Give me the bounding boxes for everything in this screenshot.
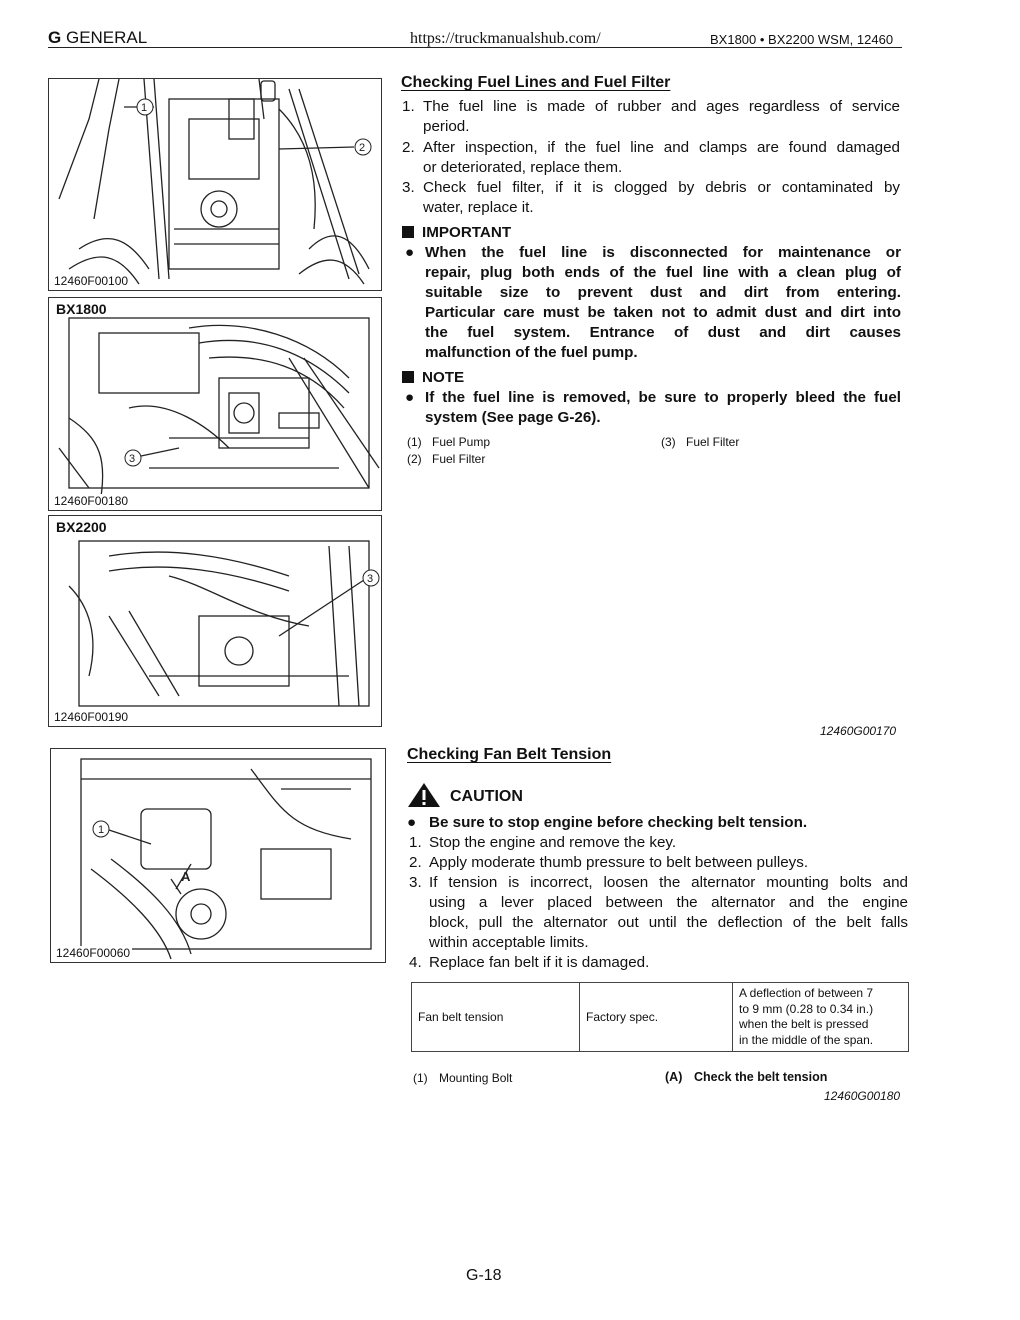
value-line: when the belt is pressed	[739, 1017, 869, 1031]
important-line: When the fuel line is disconnected for m…	[425, 244, 901, 261]
step-number: 4.	[409, 954, 422, 971]
important-line: Particular care must be taken not to adm…	[425, 304, 901, 321]
page-number: G-18	[466, 1267, 502, 1284]
callout-1: 1	[98, 824, 104, 836]
bullet-dot-icon: ●	[405, 389, 415, 406]
legend-number: (2)	[407, 452, 422, 466]
figure-code: 12460F00190	[52, 710, 131, 724]
figure-bx1800: 3 BX1800 12460F00180	[48, 297, 382, 511]
figure-fuel-lines: 1 2 12460F00100	[48, 78, 382, 291]
model-label: BX2200	[54, 519, 109, 535]
legend-label: Fuel Filter	[432, 452, 486, 466]
value-line: in the middle of the span.	[739, 1032, 874, 1047]
legend-label: Fuel Pump	[432, 435, 491, 449]
bullet-dot-icon: ●	[405, 244, 415, 261]
model-label: BX1800	[54, 301, 109, 317]
important-heading: IMPORTANT	[402, 223, 511, 243]
step-text: or deteriorated, replace them.	[423, 159, 623, 176]
legend-label: Fuel Filter	[686, 435, 740, 449]
source-url[interactable]: https://truckmanualshub.com/	[410, 30, 601, 47]
figure-bx2200: 3 BX2200 12460F00190	[48, 515, 382, 727]
figure-fan-belt: 1 A 12460F00060	[50, 748, 386, 963]
bullet-dot-icon: ●	[407, 814, 417, 831]
important-line: suitable size to prevent dust and dirt f…	[425, 284, 901, 301]
legend-number: (1)	[407, 435, 422, 449]
fuel-section-code: 12460G00170	[820, 724, 897, 738]
belt-section-code: 12460G00180	[824, 1089, 901, 1103]
step-text: After inspection, if the fuel line and c…	[423, 139, 900, 156]
step-number: 2.	[402, 139, 415, 156]
step-text: Replace fan belt if it is damaged.	[429, 954, 650, 971]
square-bullet-icon	[402, 226, 414, 238]
step-text: period.	[423, 118, 470, 135]
step-text: If tension is incorrect, loosen the alte…	[429, 874, 908, 891]
important-label: IMPORTANT	[422, 224, 512, 241]
figure-code: 12460F00100	[52, 274, 131, 288]
step-text: water, replace it.	[423, 199, 534, 216]
warning-triangle-icon	[408, 783, 440, 807]
table-cell-value: A deflection of between 7 to 9 mm (0.28 …	[732, 982, 909, 1052]
fuel-section-title: Checking Fuel Lines and Fuel Filter	[401, 74, 671, 91]
step-number: 1.	[402, 98, 415, 115]
note-label: NOTE	[422, 369, 465, 386]
caution-label: CAUTION	[450, 788, 523, 805]
callout-a: A	[181, 869, 191, 884]
value-line: A deflection of between 7	[739, 986, 874, 1000]
header-rule	[48, 47, 902, 48]
section-name: GENERAL	[65, 28, 148, 47]
figure-code: 12460F00060	[54, 946, 133, 960]
manual-id: BX1800 • BX2200 WSM, 12460	[710, 32, 894, 47]
belt-spec-table: Fan belt tension Factory spec. A deflect…	[411, 982, 909, 1052]
step-number: 3.	[409, 874, 422, 891]
fan-belt-illustration: 1 A	[80, 758, 372, 960]
square-bullet-icon	[402, 371, 414, 383]
legend-number: (3)	[661, 435, 676, 449]
figure-code: 12460F00180	[52, 494, 131, 508]
step-text: The fuel line is made of rubber and ages…	[423, 98, 900, 115]
legend-label: Mounting Bolt	[439, 1071, 513, 1085]
step-number: 2.	[409, 854, 422, 871]
note-heading: NOTE	[402, 368, 464, 388]
callout-3: 3	[367, 573, 373, 585]
step-text: using a lever placed between the alterna…	[429, 894, 908, 911]
legend-number: (1)	[413, 1071, 428, 1085]
value-line: to 9 mm (0.28 to 0.34 in.)	[739, 1001, 874, 1016]
belt-section-title: Checking Fan Belt Tension	[407, 746, 612, 763]
note-line: If the fuel line is removed, be sure to …	[425, 389, 901, 406]
step-number: 1.	[409, 834, 422, 851]
step-text: Check fuel filter, if it is clogged by d…	[423, 179, 900, 196]
callout-3: 3	[129, 453, 135, 465]
table-cell-spec-type: Factory spec.	[579, 982, 733, 1052]
important-line: repair, plug both ends of the fuel line …	[425, 264, 901, 281]
table-row: Fan belt tension Factory spec. A deflect…	[411, 982, 909, 1052]
note-line: system (See page G-26).	[425, 409, 601, 426]
step-text: within acceptable limits.	[429, 934, 589, 951]
step-number: 3.	[402, 179, 415, 196]
callout-1: 1	[141, 102, 147, 114]
bx1800-illustration: 3	[58, 317, 380, 509]
important-line: malfunction of the fuel pump.	[425, 344, 638, 361]
legend-label: Check the belt tension	[694, 1070, 828, 1084]
table-cell-item: Fan belt tension	[411, 982, 580, 1052]
step-text: Stop the engine and remove the key.	[429, 834, 677, 851]
step-text: Apply moderate thumb pressure to belt be…	[429, 854, 809, 871]
section-header: G GENERAL	[48, 28, 147, 48]
step-text: block, pull the alternator out until the…	[429, 914, 908, 931]
section-letter: G	[48, 28, 62, 47]
fuel-lines-illustration: 1 2	[58, 79, 372, 285]
caution-text: Be sure to stop engine before checking b…	[429, 814, 808, 831]
legend-letter: (A)	[665, 1070, 683, 1084]
callout-2: 2	[359, 142, 365, 154]
important-line: the fuel system. Entrance of dust and di…	[425, 324, 901, 341]
bx2200-illustration: 3	[68, 540, 380, 707]
